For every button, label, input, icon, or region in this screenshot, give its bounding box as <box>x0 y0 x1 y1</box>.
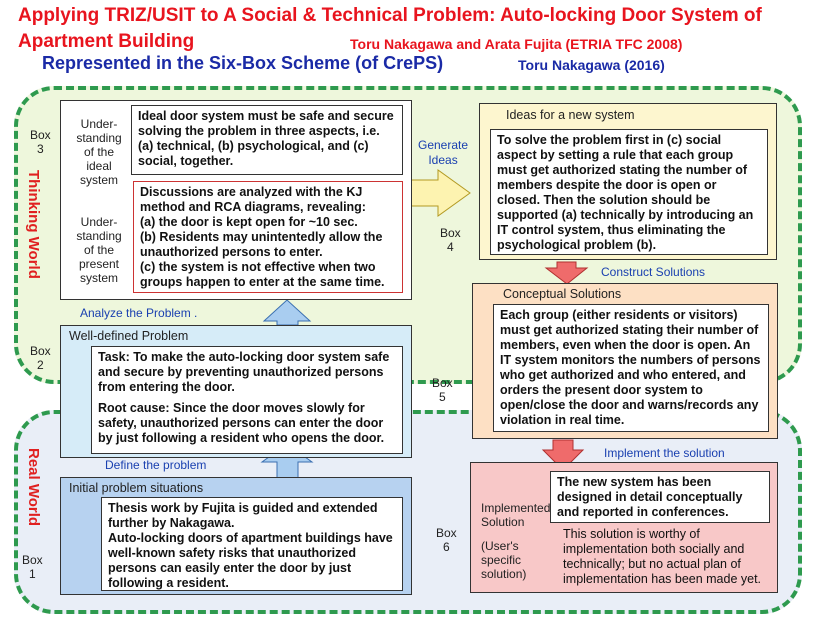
construct-arrow <box>544 261 589 285</box>
subtitle: Represented in the Six-Box Scheme (of Cr… <box>42 53 444 73</box>
box2-number: Box 2 <box>30 344 51 372</box>
box3-number: Box 3 <box>30 128 51 156</box>
box5-panel: Conceptual Solutions Each group (either … <box>472 283 778 439</box>
box3-present-label: Under- standing of the present system <box>76 215 122 285</box>
box4-text: To solve the problem first in (c) social… <box>490 129 768 255</box>
box6-label: Implemented Solution <box>481 501 551 529</box>
box3-ideal-text: Ideal door system must be safe and secur… <box>131 105 403 175</box>
box5-number: Box 5 <box>432 376 453 404</box>
title-line1: Applying TRIZ/USIT to A Social & Technic… <box>18 5 762 26</box>
implement-solution-label: Implement the solution <box>604 446 725 460</box>
box4-number: Box 4 <box>440 226 461 254</box>
define-problem-label: Define the problem <box>105 458 207 472</box>
box4-panel: Ideas for a new system To solve the prob… <box>479 103 777 260</box>
box2-panel: Well-defined Problem Task: To make the a… <box>60 325 412 458</box>
construct-solutions-label: Construct Solutions <box>601 265 706 279</box>
box1-panel: Initial problem situations Thesis work b… <box>60 477 412 595</box>
author2: Toru Nakagawa (2016) <box>518 57 665 73</box>
box6-panel: Implemented Solution (User's specific so… <box>470 462 778 593</box>
box6-number: Box 6 <box>436 526 457 554</box>
generate-ideas-label: Generate Ideas <box>418 138 469 167</box>
box3-present-text: Discussions are analyzed with the KJ met… <box>133 181 403 293</box>
box3-panel: Under- standing of the ideal system Unde… <box>60 100 412 300</box>
implement-arrow <box>541 439 585 471</box>
box1-text: Thesis work by Fujita is guided and exte… <box>101 497 403 591</box>
generate-arrow <box>410 169 471 217</box>
box6-specific-label: (User's specific solution) <box>481 539 527 581</box>
analyze-arrow <box>262 299 312 326</box>
box1-header: Initial problem situations <box>69 481 204 495</box>
box6-note: This solution is worthy of implementatio… <box>563 527 762 586</box>
box2-inner: Task: To make the auto-locking door syst… <box>91 346 403 454</box>
box2-root-cause: Root cause: Since the door moves slowly … <box>98 401 385 445</box>
title-line2: Apartment Building <box>18 31 195 52</box>
authors: Toru Nakagawa and Arata Fujita (ETRIA TF… <box>350 36 683 52</box>
box1-number: Box 1 <box>22 553 43 581</box>
box2-header: Well-defined Problem <box>69 329 189 343</box>
box6-text: The new system has been designed in deta… <box>550 471 770 523</box>
box2-task: Task: To make the auto-locking door syst… <box>98 350 390 394</box>
box5-header: Conceptual Solutions <box>503 287 622 301</box>
box3-ideal-label: Under- standing of the ideal system <box>76 117 122 187</box>
analyze-problem-label: Analyze the Problem . <box>80 306 198 320</box>
box5-text: Each group (either residents or visitors… <box>493 304 769 432</box>
box4-header: Ideas for a new system <box>506 108 635 122</box>
